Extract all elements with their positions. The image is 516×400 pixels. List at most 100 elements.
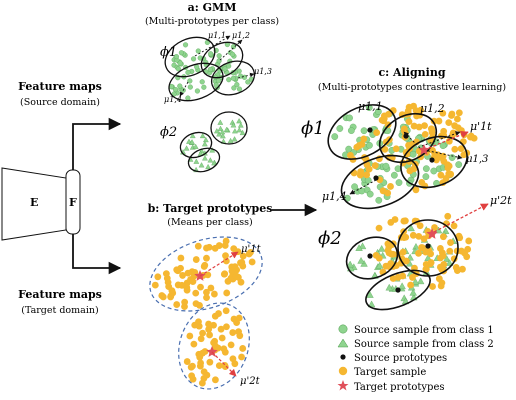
- source-class1-sample: [194, 64, 200, 70]
- panel-a-mu11: μ1,1: [208, 31, 226, 40]
- target-sample: [375, 254, 383, 262]
- target-sample: [444, 161, 452, 169]
- source-class2-sample: [189, 139, 195, 145]
- target-sample: [210, 290, 218, 298]
- target-cluster-outline: [178, 302, 250, 390]
- target-sample: [203, 244, 210, 252]
- panel-a-source-samples: [168, 39, 254, 173]
- target-sample: [438, 266, 446, 273]
- panel-c-phi2: ϕ2: [318, 228, 342, 249]
- source-class1-sample: [187, 84, 193, 90]
- source-class1-sample: [207, 66, 213, 73]
- target-sample: [379, 187, 387, 195]
- target-sample: [431, 224, 438, 231]
- encoder-e-label: E: [30, 196, 38, 209]
- source-class2-sample: [407, 224, 415, 232]
- legend-label: Source sample from class 1: [354, 325, 494, 336]
- source-class1-sample: [366, 142, 373, 149]
- panel-a-title: a: GMM: [188, 1, 237, 14]
- target-sample: [215, 362, 223, 370]
- target-sample: [427, 125, 435, 133]
- target-sample: [436, 245, 444, 252]
- target-sample: [446, 247, 454, 255]
- target-sample: [401, 217, 409, 225]
- target-prototype-star: [426, 228, 438, 239]
- source-class2-sample: [346, 260, 354, 268]
- legend-label: Target prototypes: [354, 382, 445, 393]
- target-sample: [238, 353, 245, 361]
- source-class1-sample: [331, 133, 339, 140]
- source-class2-sample: [232, 128, 238, 134]
- gmm-component: [365, 269, 431, 311]
- target-sample: [239, 252, 247, 260]
- target-sample: [227, 341, 235, 349]
- gmm-component: [378, 112, 438, 164]
- panel-b-target-prototype-arrows: [199, 251, 239, 377]
- target-sample: [203, 288, 210, 296]
- target-sample: [435, 117, 443, 125]
- target-sample: [223, 289, 231, 297]
- target-sample: [231, 360, 239, 368]
- legend-item-target-sample: Target sample: [338, 366, 426, 378]
- source-class2-sample: [231, 136, 238, 142]
- source-class1-sample: [178, 50, 184, 56]
- target-sample: [454, 115, 461, 123]
- target-sample: [455, 109, 463, 117]
- source-class1-sample: [345, 145, 353, 153]
- target-sample: [196, 353, 204, 361]
- target-sample: [235, 328, 242, 336]
- target-sample: [421, 122, 428, 130]
- target-sample: [387, 183, 394, 190]
- target-sample: [410, 122, 418, 130]
- target-sample: [389, 275, 397, 282]
- target-sample: [360, 135, 368, 143]
- target-sample: [187, 276, 194, 283]
- legend-star-icon: [337, 380, 349, 391]
- legend: Source sample from class 1 Source sample…: [337, 324, 494, 393]
- source-class2-sample: [205, 163, 211, 170]
- source-class2-sample: [445, 259, 454, 266]
- target-sample: [450, 222, 458, 230]
- panel-a-phi2: ϕ2: [160, 125, 177, 140]
- source-class2-sample: [239, 129, 246, 136]
- source-class1-sample: [422, 165, 430, 173]
- target-sample: [197, 359, 205, 367]
- target-sample: [151, 281, 159, 289]
- target-sample: [188, 372, 196, 380]
- source-class1-sample: [422, 173, 430, 180]
- encoder-f-label: F: [69, 196, 77, 209]
- source-class2-sample: [237, 122, 244, 128]
- branch-arrows: [72, 117, 318, 275]
- source-class1-sample: [199, 79, 205, 85]
- target-sample: [233, 319, 241, 326]
- source-class1-sample: [360, 127, 368, 135]
- source-class2-sample: [366, 291, 374, 298]
- panel-c-title: c: Aligning: [378, 66, 445, 79]
- target-sample: [221, 270, 229, 278]
- target-sample: [173, 266, 181, 274]
- panel-c-mut2: μ'2t: [490, 194, 512, 207]
- target-sample: [184, 269, 192, 277]
- gmm-component: [400, 135, 468, 189]
- target-sample: [158, 292, 166, 299]
- source-class1-sample: [201, 84, 207, 90]
- gmm-component: [340, 154, 420, 210]
- panel-a-mu13: μ1,3: [254, 67, 272, 76]
- source-class1-sample: [226, 63, 232, 69]
- target-sample: [452, 264, 460, 271]
- target-sample: [421, 130, 429, 138]
- source-feature-maps-title: Feature maps: [18, 80, 102, 93]
- source-class2-sample: [223, 126, 230, 132]
- target-sample: [222, 252, 229, 260]
- source-feature-maps-subtitle: (Source domain): [20, 97, 100, 108]
- target-sample: [192, 289, 200, 297]
- source-class1-sample: [439, 142, 447, 150]
- target-sample: [192, 300, 200, 307]
- target-feature-maps-subtitle: (Target domain): [21, 305, 98, 316]
- panel-c-samples: [331, 102, 478, 308]
- target-sample: [205, 325, 213, 333]
- legend-green-circle-icon: [338, 324, 348, 334]
- source-prototype-dot: [373, 175, 379, 181]
- panel-a-mu12: μ1,2: [232, 31, 250, 40]
- target-sample: [211, 342, 219, 350]
